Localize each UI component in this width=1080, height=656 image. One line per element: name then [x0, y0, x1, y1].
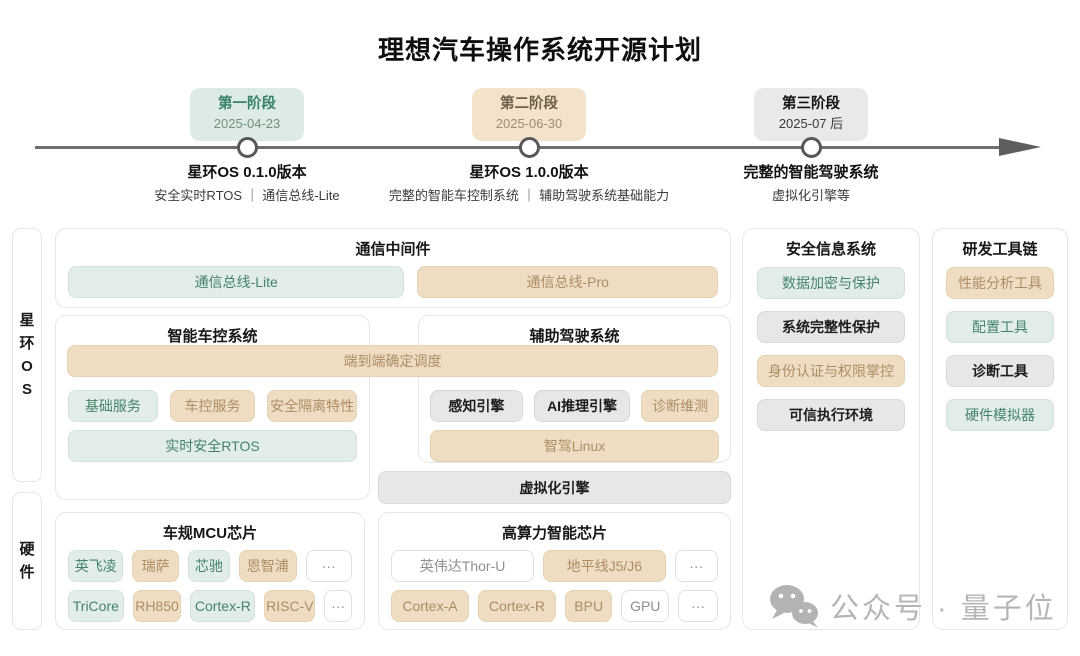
- rail-star-os-label: 星 环 O S: [19, 311, 35, 399]
- timeline-line: [35, 146, 1001, 149]
- milestone-detail: 安全实时RTOS ｜ 通信总线-Lite: [154, 188, 340, 203]
- panel-title: 高算力智能芯片: [501, 525, 607, 542]
- phase-date: 2025-06-30: [495, 116, 563, 132]
- ellipsis-chip: ···: [305, 550, 352, 582]
- watermark-text: 公众号 · 量子位: [830, 593, 1057, 625]
- milestone-title: 星环OS 1.0.0版本: [469, 164, 589, 181]
- panel-comm-middleware: 通信中间件 通信总线-Lite 通信总线-Pro: [55, 228, 731, 308]
- panel-mcu-chips: 车规MCU芯片 英飞凌 瑞萨 芯驰 恩智浦 ··· TriCore RH850 …: [55, 512, 365, 630]
- milestone-title: 星环OS 0.1.0版本: [187, 164, 307, 181]
- chip: 英飞凌: [68, 550, 124, 582]
- phase-3-badge: 第三阶段 2025-07 后: [754, 88, 868, 141]
- chip: 身份认证与权限掌控: [757, 355, 905, 387]
- virtualization-bar: 虚拟化引擎: [378, 471, 731, 504]
- timeline-arrow-icon: [999, 138, 1041, 156]
- chip: 感知引擎: [430, 390, 523, 422]
- chip: TriCore: [68, 590, 124, 622]
- watermark: 公众号 · 量子位: [768, 584, 1057, 628]
- panel-security: 安全信息系统 数据加密与保护 系统完整性保护 身份认证与权限掌控 可信执行环境: [742, 228, 920, 630]
- chip: 车控服务: [169, 390, 256, 422]
- chip: 瑞萨: [132, 550, 179, 582]
- chip: AI推理引擎: [533, 390, 631, 422]
- phase-2-badge: 第二阶段 2025-06-30: [472, 88, 586, 141]
- chip: 系统完整性保护: [757, 311, 905, 343]
- phase-date: 2025-04-23: [213, 116, 281, 132]
- panel-toolchain: 研发工具链 性能分析工具 配置工具 诊断工具 硬件模拟器: [932, 228, 1068, 630]
- chip: 基础服务: [68, 390, 158, 422]
- chip: 恩智浦: [238, 550, 297, 582]
- chip: Cortex-A: [391, 590, 469, 622]
- timeline-node-1: [237, 137, 258, 158]
- chip: 诊断维测: [641, 390, 719, 422]
- timeline-node-2: [519, 137, 540, 158]
- rtos-bar: 实时安全RTOS: [68, 430, 357, 462]
- phase-3: 第三阶段 2025-07 后 完整的智能驾驶系统 虚拟化引擎等: [641, 88, 981, 203]
- phase-name: 第二阶段: [500, 96, 558, 112]
- rail-hardware-label: 硬 件: [19, 540, 35, 581]
- chip: 诊断工具: [946, 355, 1054, 387]
- chip: 英伟达Thor-U: [391, 550, 535, 582]
- chip: 配置工具: [946, 311, 1054, 343]
- chip-comm-bus-lite: 通信总线-Lite: [68, 266, 405, 298]
- panel-vehicle-control: 智能车控系统 基础服务 车控服务 安全隔离特性 实时安全RTOS: [55, 315, 370, 500]
- panel-title: 安全信息系统: [785, 241, 876, 258]
- panel-soc-chips: 高算力智能芯片 英伟达Thor-U 地平线J5/J6 ··· Cortex-A …: [378, 512, 731, 630]
- panel-title: 辅助驾驶系统: [529, 328, 620, 345]
- phase-date: 2025-07 后: [778, 116, 844, 132]
- chip: 地平线J5/J6: [543, 550, 666, 582]
- panel-title: 研发工具链: [962, 241, 1038, 258]
- panel-adas: 辅助驾驶系统 感知引擎 AI推理引擎 诊断维测 智驾Linux: [418, 315, 731, 463]
- chip: 硬件模拟器: [946, 399, 1054, 431]
- wechat-icon: [770, 585, 818, 628]
- chip: Cortex-R: [477, 590, 556, 622]
- phase-1-badge: 第一阶段 2025-04-23: [190, 88, 304, 141]
- phase-name: 第三阶段: [782, 96, 840, 112]
- ellipsis-chip: ···: [678, 590, 718, 622]
- ellipsis-chip: ···: [674, 550, 718, 582]
- chip: 数据加密与保护: [757, 267, 905, 299]
- e2e-scheduling-bar: 端到端确定调度: [67, 345, 718, 377]
- chip: Cortex-R: [190, 590, 256, 622]
- milestone-detail: 虚拟化引擎等: [771, 188, 850, 203]
- panel-title: 车规MCU芯片: [162, 525, 258, 542]
- phase-1: 第一阶段 2025-04-23 星环OS 0.1.0版本 安全实时RTOS ｜ …: [77, 88, 417, 203]
- chip: BPU: [564, 590, 613, 622]
- rail-hardware: 硬 件: [12, 492, 42, 630]
- timeline-node-3: [801, 137, 822, 158]
- chip: 性能分析工具: [946, 267, 1054, 299]
- chip: 可信执行环境: [757, 399, 905, 431]
- milestone-title: 完整的智能驾驶系统: [743, 164, 879, 181]
- adas-linux-bar: 智驾Linux: [430, 430, 719, 462]
- milestone-detail: 完整的智能车控制系统 ｜ 辅助驾驶系统基础能力: [388, 188, 670, 203]
- ellipsis-chip: ···: [324, 590, 353, 622]
- chip-comm-bus-pro: 通信总线-Pro: [417, 266, 718, 298]
- phase-name: 第一阶段: [218, 96, 276, 112]
- page-title: 理想汽车操作系统开源计划: [377, 35, 702, 65]
- chip: GPU: [621, 590, 670, 622]
- panel-title: 智能车控系统: [167, 328, 258, 345]
- chip: RH850: [132, 590, 182, 622]
- panel-title: 通信中间件: [355, 241, 431, 258]
- chip: 安全隔离特性: [267, 390, 357, 422]
- phase-2: 第二阶段 2025-06-30 星环OS 1.0.0版本 完整的智能车控制系统 …: [359, 88, 699, 203]
- chip: 芯驰: [187, 550, 230, 582]
- rail-star-os: 星 环 O S: [12, 228, 42, 482]
- chip: RISC-V: [264, 590, 316, 622]
